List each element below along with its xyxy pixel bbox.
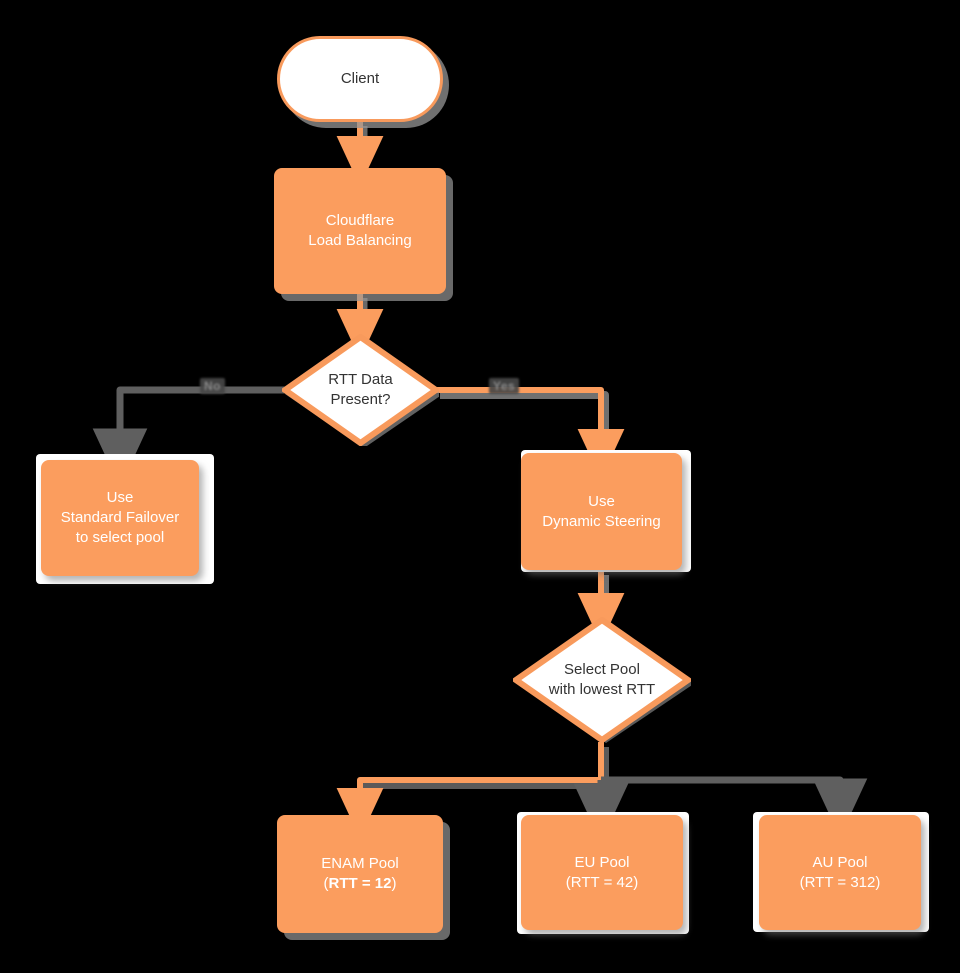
node-clb-line1: Cloudflare — [325, 212, 395, 230]
edge-dynamic-to-select — [577, 570, 625, 644]
edge-label-yes: Yes — [489, 378, 520, 394]
node-rtt-line2: Present? — [330, 391, 391, 408]
node-au-metric-line: (RTT = 312) — [800, 873, 881, 893]
paren-open: ( — [323, 875, 329, 892]
edge-client-to-lb — [336, 122, 384, 187]
node-client[interactable]: Client — [277, 36, 443, 122]
edge-rtt-to-dynamic — [436, 387, 625, 480]
node-eu-line1: EU Pool — [574, 853, 630, 871]
edge-label-no: No — [200, 378, 225, 394]
edge-lb-to-rtt — [336, 294, 384, 360]
node-select-line2: with lowest RTT — [548, 681, 656, 698]
edge-rtt-to-failover — [92, 386, 285, 488]
node-select-line1: Select Pool — [564, 661, 640, 679]
node-eu-metric: RTT = 42 — [570, 873, 634, 891]
node-failover-line2: Standard Failover — [60, 509, 180, 527]
edge-select-to-au — [601, 776, 868, 838]
paren-close: ) — [875, 873, 881, 891]
node-select-pool-lowest-rtt[interactable]: Select Pool with lowest RTT — [513, 617, 691, 743]
node-eu-pool[interactable]: EU Pool (RTT = 42) — [521, 815, 683, 930]
node-enam-metric-line: (RTT = 12) — [321, 874, 399, 894]
node-cloudflare-load-balancing[interactable]: Cloudflare Load Balancing — [274, 168, 446, 294]
paren-open: ( — [799, 873, 805, 891]
diamond-shape-rtt — [282, 334, 439, 446]
node-enam-metric: RTT = 12 — [328, 875, 392, 892]
node-failover-line1: Use — [106, 489, 134, 507]
node-standard-failover[interactable]: Use Standard Failover to select pool — [41, 460, 199, 576]
node-enam-line1: ENAM Pool — [321, 855, 399, 873]
paren-close: ) — [633, 873, 639, 891]
node-failover-line3: to select pool — [75, 528, 165, 546]
paren-close: ) — [391, 875, 397, 892]
node-eu-metric-line: (RTT = 42) — [566, 873, 638, 893]
node-clb-line2: Load Balancing — [308, 232, 412, 249]
node-rtt-data-present[interactable]: RTT Data Present? — [282, 334, 439, 446]
node-dynamic-line1: Use — [588, 492, 615, 510]
node-au-line1: AU Pool — [812, 853, 868, 871]
node-dynamic-line2: Dynamic Steering — [542, 512, 661, 530]
diamond-shape-select-pool — [513, 617, 691, 743]
node-rtt-line1: RTT Data — [328, 371, 393, 389]
edge-select-to-enam — [336, 742, 609, 839]
node-dynamic-steering[interactable]: Use Dynamic Steering — [521, 453, 682, 570]
paren-open: ( — [565, 873, 571, 891]
node-enam-pool[interactable]: ENAM Pool (RTT = 12) — [277, 815, 443, 933]
node-au-metric: RTT = 312 — [804, 873, 876, 891]
node-client-label: Client — [340, 70, 380, 88]
node-au-pool[interactable]: AU Pool (RTT = 312) — [759, 815, 921, 930]
